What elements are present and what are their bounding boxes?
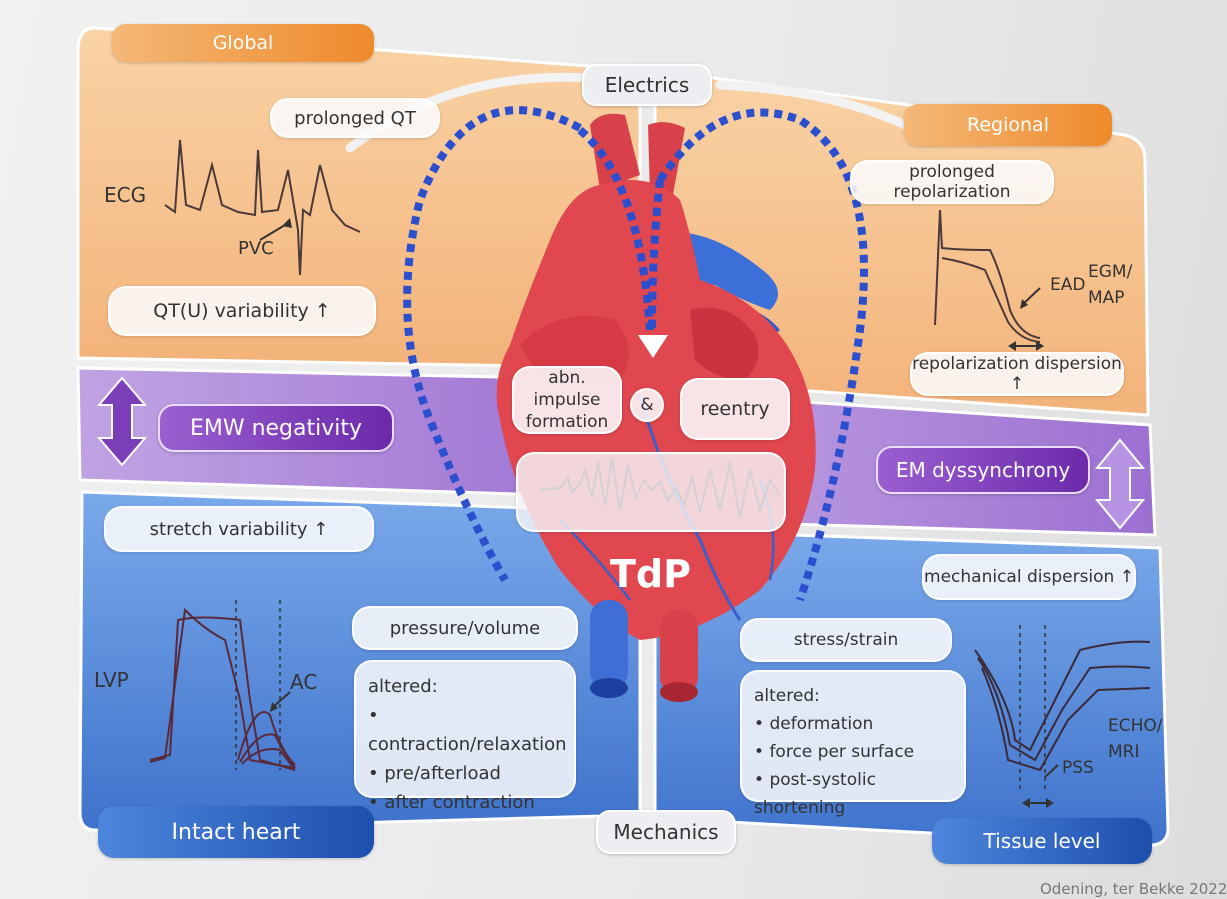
tissue-altered-title: altered:	[754, 686, 820, 706]
double-arrow-right-icon	[1094, 438, 1146, 530]
intact-heart-title: Intact heart	[98, 806, 374, 858]
electrics-label: Electrics	[582, 64, 712, 106]
tissue-altered-item: force per surface	[754, 738, 952, 766]
stress-strain-label: stress/strain	[740, 618, 952, 662]
tdp-label: TdP	[610, 552, 691, 596]
global-panel	[76, 26, 642, 370]
intact-altered-box: altered: contraction/relaxation pre/afte…	[354, 660, 576, 813]
arrow-head-icon	[638, 335, 668, 358]
lvp-label: LVP	[94, 668, 129, 692]
pss-label: PSS	[1062, 758, 1094, 778]
abn-impulse-formation-box: abn. impulse formation	[512, 366, 622, 434]
emw-negativity-label: EMW negativity	[158, 404, 394, 452]
pressure-volume-label: pressure/volume	[352, 606, 578, 650]
intact-altered-title: altered:	[368, 676, 438, 697]
mechanical-dispersion-label: mechanical dispersion ↑	[922, 554, 1136, 600]
egm-label: EGM/	[1088, 262, 1133, 282]
dotted-arrow-center2	[648, 179, 664, 331]
dotted-arrow-right	[656, 108, 868, 602]
map-trace	[934, 209, 1041, 339]
tissue-altered-item: post-systolic shortening	[754, 766, 952, 822]
pvc-label: PVC	[238, 238, 274, 259]
regional-title: Regional	[904, 104, 1112, 146]
echo-label: ECHO/	[1108, 716, 1163, 736]
ead-label: EAD	[1050, 275, 1086, 295]
abn-impulse-line1: abn. impulse	[533, 368, 601, 410]
strain-trace	[974, 640, 1151, 772]
ampersand-badge: &	[630, 388, 664, 422]
qt-variability-label: QT(U) variability ↑	[108, 286, 376, 336]
ac-label: AC	[290, 670, 318, 694]
double-arrow-left-icon	[96, 376, 148, 467]
map-label: MAP	[1088, 288, 1125, 308]
tdp-trace-box	[516, 452, 786, 532]
reentry-box: reentry	[680, 378, 790, 440]
lvp-trace	[149, 607, 296, 771]
dotted-arrow-center	[577, 126, 654, 331]
mechanics-label: Mechanics	[596, 810, 736, 854]
ecg-trace	[164, 139, 361, 276]
intact-altered-item: contraction/relaxation	[368, 701, 567, 759]
tissue-altered-item: deformation	[754, 710, 952, 738]
stretch-variability-label: stretch variability ↑	[104, 506, 374, 552]
ecg-label: ECG	[104, 183, 147, 207]
global-title: Global	[112, 24, 374, 62]
intact-altered-item: after contraction	[368, 788, 562, 817]
prolonged-repolarization-label: prolonged repolarization	[850, 160, 1054, 204]
em-dyssynchrony-label: EM dyssynchrony	[876, 446, 1090, 494]
repolarization-dispersion-label: repolarization dispersion ↑	[910, 352, 1124, 396]
mri-label: MRI	[1108, 742, 1140, 762]
intact-altered-item: pre/afterload	[368, 759, 562, 788]
prolonged-qt-label: prolonged QT	[270, 98, 440, 138]
tissue-level-title: Tissue level	[932, 818, 1152, 864]
dotted-arrow-left	[403, 106, 582, 583]
tissue-altered-box: altered: deformation force per surface p…	[740, 670, 966, 818]
abn-impulse-line2: formation	[525, 412, 609, 432]
citation: Odening, ter Bekke 2022	[1040, 880, 1227, 898]
